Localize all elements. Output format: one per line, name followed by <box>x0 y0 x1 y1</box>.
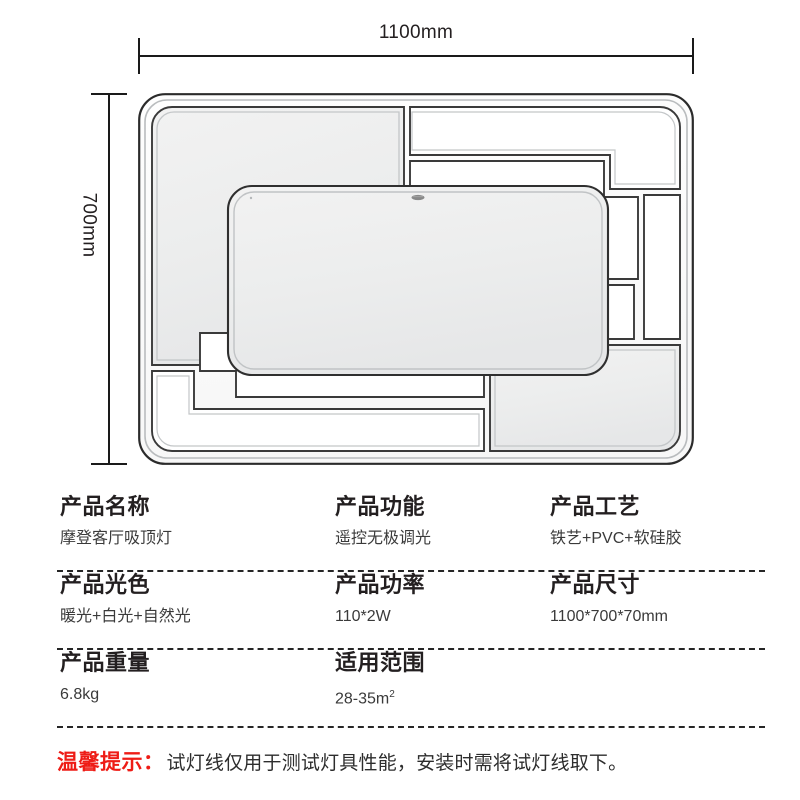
lamp-strip-upper-right-outer <box>409 106 681 190</box>
spec-value: 摩登客厅吸顶灯 <box>60 530 173 547</box>
spec-key: 产品尺寸 <box>550 572 641 597</box>
spec-key: 适用范围 <box>335 650 426 675</box>
spec-cell: 适用范围 28-35m2 <box>335 648 425 712</box>
warning-line: 温馨提示：试灯线仅用于测试灯具性能，安装时需将试灯线取下。 <box>57 746 627 776</box>
spec-value: 6.8kg <box>60 686 100 703</box>
lamp-brand-mark <box>411 194 425 201</box>
width-dimension-line <box>138 38 694 74</box>
product-spec-table: 产品名称 摩登客厅吸顶灯 产品功能 遥控无极调光 产品工艺 铁艺+PVC+软硅胶… <box>0 492 800 726</box>
spec-key: 产品功能 <box>335 494 426 519</box>
warning-separator <box>57 726 765 728</box>
lamp-strip-right-outer <box>643 194 681 340</box>
spec-key: 产品光色 <box>60 572 151 597</box>
lamp-strip-upper-right-outer-highlight <box>411 111 676 185</box>
height-dimension-tick-bottom <box>91 463 127 465</box>
spec-value: 遥控无极调光 <box>335 530 432 547</box>
spec-value: 28-35m <box>335 690 390 708</box>
spec-value: 暖光+白光+自然光 <box>60 608 191 625</box>
width-dimension-rule <box>138 55 694 57</box>
warning-text: 试灯线仅用于测试灯具性能，安装时需将试灯线取下。 <box>166 753 628 774</box>
lamp-panel-bottom-right-highlight <box>494 349 676 447</box>
spec-cell: 产品工艺 铁艺+PVC+软硅胶 <box>550 492 682 552</box>
lamp-strip-bottom-left-outer <box>151 370 485 452</box>
spec-cell: 产品功能 遥控无极调光 <box>335 492 431 552</box>
height-dimension-line <box>91 93 127 465</box>
lamp-panel-center-highlight <box>233 191 603 370</box>
lamp-corner-dot <box>249 196 253 200</box>
product-dimension-diagram: 1100mm 700mm <box>78 22 694 465</box>
warning-band: 温馨提示：试灯线仅用于测试灯具性能，安装时需将试灯线取下。 <box>0 726 800 800</box>
spec-value-area: 28-35m2 <box>335 682 425 712</box>
spec-cell: 产品重量 6.8kg <box>60 648 150 708</box>
lamp-outer-inner-edge <box>144 99 688 459</box>
spec-row-separator <box>57 570 765 572</box>
spec-value: 110*2W <box>335 608 391 625</box>
lamp-panel-center <box>226 184 610 377</box>
spec-row: 产品重量 6.8kg 适用范围 28-35m2 <box>0 648 800 726</box>
spec-key: 产品工艺 <box>550 494 641 519</box>
spec-key: 产品名称 <box>60 494 151 519</box>
height-dimension-tick-top <box>91 93 127 95</box>
width-dimension-label: 1100mm <box>378 22 454 43</box>
spec-key: 产品重量 <box>60 650 151 675</box>
height-dimension-rule <box>108 93 110 465</box>
warning-label: 温馨提示： <box>57 751 165 774</box>
spec-cell: 产品尺寸 1100*700*70mm <box>550 570 668 630</box>
spec-value-superscript: 2 <box>389 689 395 700</box>
width-dimension-tick-left <box>138 38 140 74</box>
spec-cell: 产品光色 暖光+白光+自然光 <box>60 570 191 630</box>
lamp-illustration <box>138 93 694 465</box>
spec-row: 产品名称 摩登客厅吸顶灯 产品功能 遥控无极调光 产品工艺 铁艺+PVC+软硅胶 <box>0 492 800 570</box>
spec-value: 1100*700*70mm <box>550 608 669 625</box>
lamp-strip-bottom-left-outer-highlight <box>156 375 480 447</box>
spec-row: 产品光色 暖光+白光+自然光 产品功率 110*2W 产品尺寸 1100*700… <box>0 570 800 648</box>
spec-cell: 产品功率 110*2W <box>335 570 425 630</box>
width-dimension-tick-right <box>692 38 694 74</box>
height-dimension-label: 700mm <box>78 192 100 258</box>
spec-row-separator <box>57 648 765 650</box>
spec-cell: 产品名称 摩登客厅吸顶灯 <box>60 492 172 552</box>
spec-value: 铁艺+PVC+软硅胶 <box>550 530 682 547</box>
spec-key: 产品功率 <box>335 572 426 597</box>
